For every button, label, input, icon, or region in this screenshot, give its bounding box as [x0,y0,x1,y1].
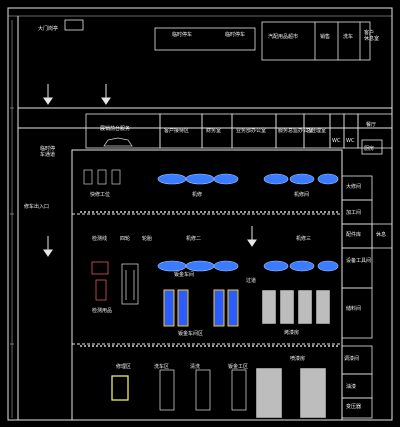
bottom-area [111,367,327,419]
label-parts-storage: 配件库 [346,231,361,238]
lift-row-top [83,169,339,185]
label-power-room: 变压器 [346,403,361,410]
label-finance-room: 财务室 [206,127,221,134]
label-auto-parts-shop: 汽配用品超市 [268,33,298,40]
label-inspection-line: 检测线 [92,235,107,242]
label-tool-room: 大修间 [346,183,361,190]
label-repair-area: 修理区 [116,363,131,370]
lift-row-middle [91,260,339,305]
label-spray-booth: 喷漆房 [290,355,305,362]
label-mechanical3: 机修二 [186,235,201,242]
label-paint-store: 油漆 [346,383,356,390]
label-grinding: 钣金工区 [228,363,248,370]
label-bottom-zone: 清洗 [190,363,200,370]
label-sales-dept: 销售 [320,33,330,40]
label-quick-service: 快修工位 [90,191,110,198]
label-tire: 轮胎 [142,235,152,242]
label-service-office: 服务总监办公室 [278,127,313,134]
flow-arrows [43,84,257,257]
label-customer-lounge: 客户休息室 [364,29,379,42]
label-temp-parking-top: 临时停车 [172,31,192,38]
label-temp-parking-left: 临时停车通道 [40,145,55,158]
label-restaurant: 餐厅 [366,121,376,128]
car-icon [103,137,133,147]
label-kitchen: 厨房 [364,145,374,152]
label-wc-1: WC [332,138,341,144]
label-showroom: 展销前台服务 [100,125,130,132]
label-temp-parking-top2: 临时停车 [225,31,245,38]
dyno-equipment [91,261,109,301]
alignment-bays [121,263,139,305]
label-main-gate: 大门岗亭 [38,25,58,32]
label-repair-entry: 修车出入口 [24,203,49,210]
label-wc-2: WC [346,138,355,144]
label-processing: 加工间 [346,209,361,216]
label-mechanical1: 机修 [192,191,202,198]
label-mechanical2: 机修间 [294,191,309,198]
body-shop-lifts [163,289,239,327]
label-paint-prep: 调漆间 [344,355,359,362]
label-paint-booth: 烤漆房 [284,329,299,336]
office-band [85,113,393,149]
label-paint-room: 钣金车间区 [178,330,203,337]
top-zone [64,19,371,61]
label-car-wash: 洗车 [343,33,353,40]
label-alignment: 四轮 [120,235,130,242]
label-mechanical4: 机修三 [296,235,311,242]
label-manager-room: 总经理室 [306,127,326,134]
paint-booth-grid [261,289,331,325]
label-body-repair: 钣金车间 [174,271,194,278]
dimension-marks [10,20,14,418]
label-storage: 储料间 [346,305,361,312]
labels: 大门岗亭 临时停车 临时停车 汽配用品超市 销售 洗车 客户休息室 展销前台服务… [24,25,386,410]
label-aisle: 过道 [246,277,256,284]
lane-guides [80,211,340,347]
label-business-office: 业务部办公室 [236,127,266,134]
label-recreation: 休息 [376,231,386,238]
label-equipment-room: 设备工具间 [346,257,371,264]
label-dynamometer: 检测用品 [92,307,112,314]
right-rooms [341,139,393,419]
label-wash-area: 洗车区 [154,363,169,370]
label-customer-reception: 客户接待区 [164,127,189,134]
